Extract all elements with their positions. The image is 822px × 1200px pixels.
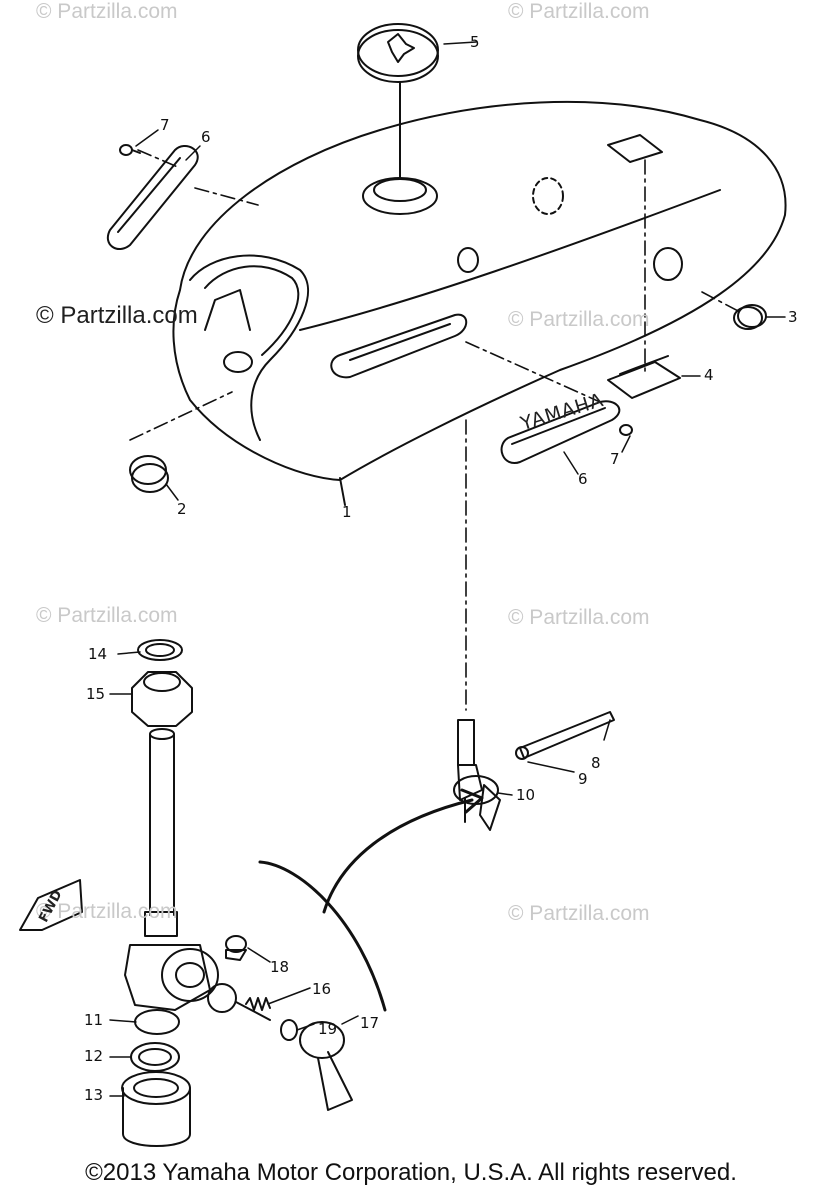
watermark: © Partzilla.com xyxy=(36,0,178,23)
callout-14: 14 xyxy=(88,645,108,663)
watermark: © Partzilla.com xyxy=(36,604,178,627)
damper-4 xyxy=(607,361,681,399)
callout-9: 9 xyxy=(578,770,588,788)
callout-15: 15 xyxy=(86,685,106,703)
copyright-notice: ©2013 Yamaha Motor Corporation, U.S.A. A… xyxy=(85,1159,737,1186)
lever-17 xyxy=(299,1021,345,1059)
callout-7: 7 xyxy=(160,116,170,134)
tank-emblem-slot xyxy=(330,313,468,379)
callout-13: 13 xyxy=(84,1086,104,1104)
nut-15 xyxy=(131,671,193,727)
petcock-body xyxy=(124,944,211,1011)
callout-4: 4 xyxy=(704,366,714,384)
watermark: © Partzilla.com xyxy=(508,0,650,23)
filter-tube xyxy=(519,711,615,759)
emblem-yamaha xyxy=(500,400,621,465)
callout-8: 8 xyxy=(591,754,601,772)
tank-knee-recess-inner xyxy=(204,265,300,356)
callout-18: 18 xyxy=(270,958,290,976)
callout-7: 7 xyxy=(610,450,620,468)
pointer-arrow xyxy=(322,798,474,914)
callout-6: 6 xyxy=(201,128,211,146)
tank-knee-recess xyxy=(189,254,310,441)
watermark: © Partzilla.com xyxy=(508,902,650,925)
petcock-small xyxy=(457,719,475,766)
emblem-left xyxy=(107,145,199,250)
watermark: © Partzilla.com xyxy=(508,606,650,629)
watermark: © Partzilla.com xyxy=(36,302,198,329)
tank-seam xyxy=(299,189,721,331)
watermark: © Partzilla.com xyxy=(508,308,650,331)
callout-3: 3 xyxy=(788,308,798,326)
watermark: © Partzilla.com xyxy=(36,900,178,923)
callout-11: 11 xyxy=(84,1011,104,1029)
callout-19: 19 xyxy=(318,1020,338,1038)
grommet-3 xyxy=(737,304,767,328)
callout-1: 1 xyxy=(342,503,352,521)
callout-10: 10 xyxy=(516,786,536,804)
filler-neck xyxy=(362,177,438,215)
callout-2: 2 xyxy=(177,500,187,518)
callout-5: 5 xyxy=(470,33,480,51)
fuel-tank xyxy=(172,100,787,481)
callout-17: 17 xyxy=(360,1014,380,1032)
fwd-arrow xyxy=(19,879,83,931)
filler-cap xyxy=(357,23,439,77)
callout-6: 6 xyxy=(578,470,588,488)
callout-16: 16 xyxy=(312,980,332,998)
callout-12: 12 xyxy=(84,1047,104,1065)
washer-14 xyxy=(137,639,183,661)
sediment-cup-13 xyxy=(122,1087,191,1147)
